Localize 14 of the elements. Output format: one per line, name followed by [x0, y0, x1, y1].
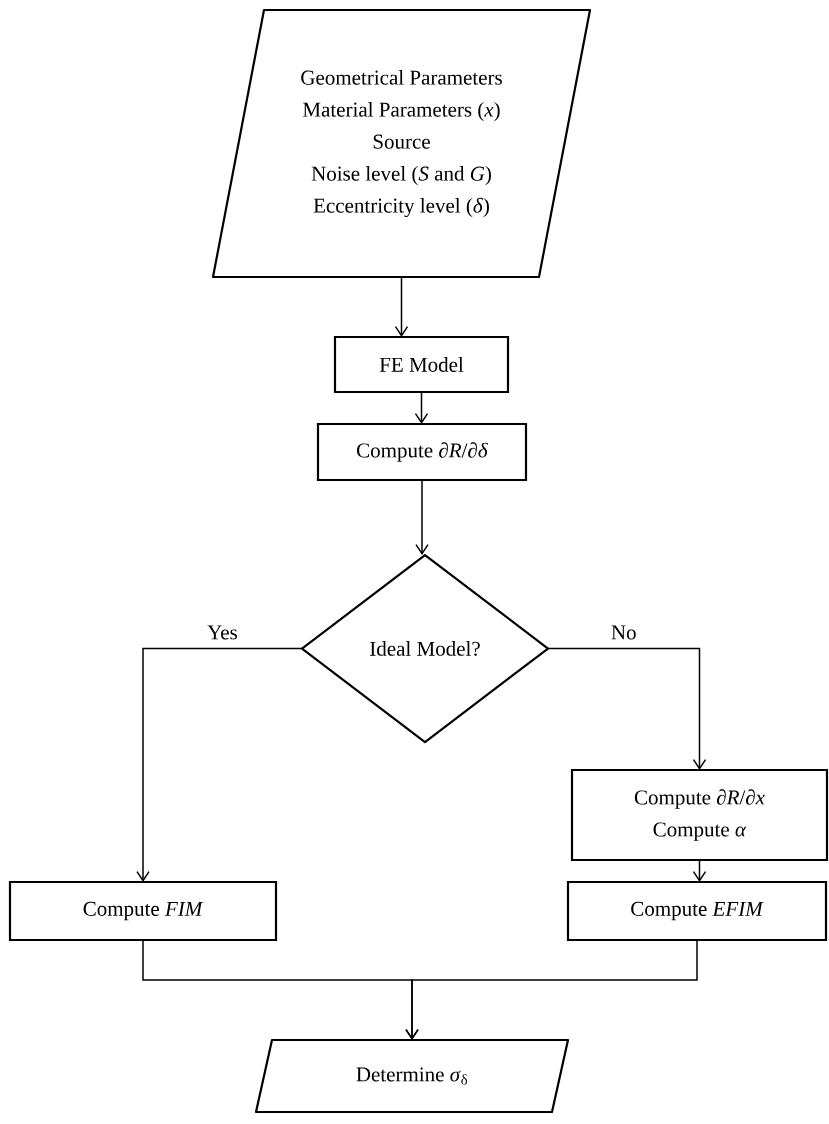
arrow — [415, 479, 429, 555]
edge-label: Yes — [205, 623, 240, 642]
arrow — [405, 939, 698, 1040]
process-box: Compute ∂R/∂x Compute α — [570, 768, 829, 862]
arrow — [547, 647, 707, 770]
edge-label: No — [608, 623, 639, 642]
arrow — [394, 276, 409, 337]
process-box: Compute FIM — [8, 880, 278, 942]
arrow — [136, 647, 303, 882]
process-box: FE Model — [333, 335, 510, 394]
arrow — [692, 859, 707, 882]
arrow — [414, 391, 429, 424]
process-box: Compute EFIM — [566, 880, 828, 942]
process-box: Compute ∂R/∂δ — [316, 422, 528, 482]
